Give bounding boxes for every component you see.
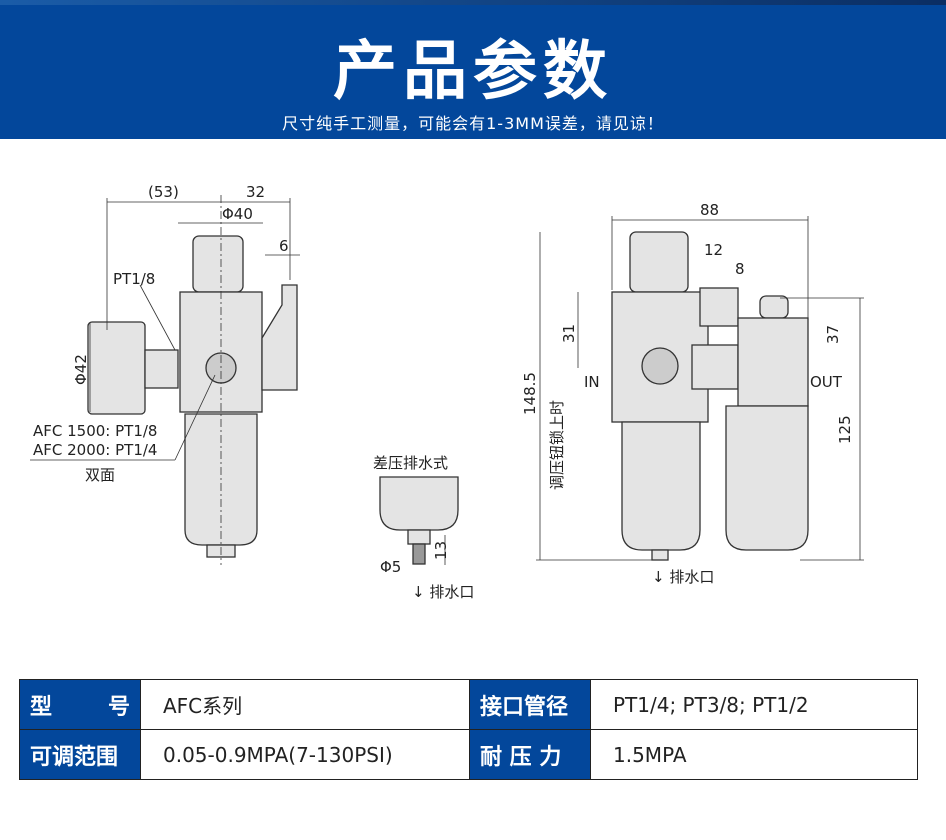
adjust-knob bbox=[192, 235, 244, 293]
knob-locked-note: 调压钮锁上时 bbox=[548, 400, 566, 490]
spec-label-port-size: 接口管径 bbox=[469, 679, 591, 730]
filter-regulator-lubricator-front-view bbox=[611, 231, 809, 561]
page-title: 产品参数 bbox=[333, 35, 613, 109]
spec-value-proof-pressure: 1.5MPA bbox=[590, 729, 918, 780]
dim-88: 88 bbox=[700, 201, 719, 219]
spec-value-range: 0.05-0.9MPA(7-130PSI) bbox=[140, 729, 470, 780]
table-row: 型号 AFC系列 接口管径 PT1/4; PT3/8; PT1/2 bbox=[19, 679, 918, 730]
dim-53: (53) bbox=[148, 183, 179, 201]
dim-6: 6 bbox=[279, 237, 289, 255]
technical-drawings: (53) 32 Φ40 6 PT1/8 Φ42 AFC 1500: PT1/8 … bbox=[30, 183, 864, 601]
differential-drain-bowl bbox=[379, 476, 459, 565]
header-banner: 产品参数 尺寸纯手工测量，可能会有1-3MM误差，请见谅！ bbox=[0, 0, 946, 139]
dim-13: 13 bbox=[432, 541, 450, 560]
top-strip bbox=[0, 0, 946, 5]
spec-label-range: 可调范围 bbox=[19, 729, 141, 780]
dim-8: 8 bbox=[735, 260, 745, 278]
gauge-connector bbox=[144, 349, 179, 389]
mounting-bracket bbox=[261, 284, 298, 391]
dimension-lines bbox=[30, 195, 864, 565]
drain-port-label: ↓ 排水口 bbox=[412, 583, 474, 601]
spec-table: 型号 AFC系列 接口管径 PT1/4; PT3/8; PT1/2 可调范围 0… bbox=[19, 679, 918, 780]
table-row: 可调范围 0.05-0.9MPA(7-130PSI) 耐 压 力 1.5MPA bbox=[19, 729, 918, 780]
dim-32: 32 bbox=[246, 183, 265, 201]
dim-phi40: Φ40 bbox=[222, 205, 253, 223]
model-label-char: 号 bbox=[107, 694, 130, 720]
in-label: IN bbox=[584, 373, 600, 391]
out-label: OUT bbox=[810, 373, 843, 391]
measurement-note: 尺寸纯手工测量，可能会有1-3MM误差，请见谅！ bbox=[282, 114, 664, 133]
dim-phi42: Φ42 bbox=[72, 354, 90, 385]
spec-label-proof-pressure: 耐 压 力 bbox=[469, 729, 591, 780]
drain-type-title: 差压排水式 bbox=[373, 454, 448, 472]
spec-value-model: AFC系列 bbox=[140, 679, 470, 730]
dim-125: 125 bbox=[836, 415, 854, 444]
spec-label-model: 型号 bbox=[19, 679, 141, 730]
both-sides-label: 双面 bbox=[85, 466, 115, 484]
model-label-char: 型 bbox=[30, 694, 53, 720]
dim-phi5: Φ5 bbox=[380, 558, 401, 576]
port-pt18: PT1/8 bbox=[113, 270, 155, 288]
dim-12: 12 bbox=[704, 241, 723, 259]
port-afc1500: AFC 1500: PT1/8 bbox=[33, 422, 157, 440]
spec-value-port-size: PT1/4; PT3/8; PT1/2 bbox=[590, 679, 918, 730]
drain-port-label-right: ↓ 排水口 bbox=[652, 568, 714, 586]
dim-37: 37 bbox=[824, 325, 842, 344]
dim-31: 31 bbox=[560, 324, 578, 343]
dim-148-5: 148.5 bbox=[521, 372, 539, 415]
pressure-gauge bbox=[87, 321, 146, 415]
port-afc2000: AFC 2000: PT1/4 bbox=[33, 441, 157, 459]
